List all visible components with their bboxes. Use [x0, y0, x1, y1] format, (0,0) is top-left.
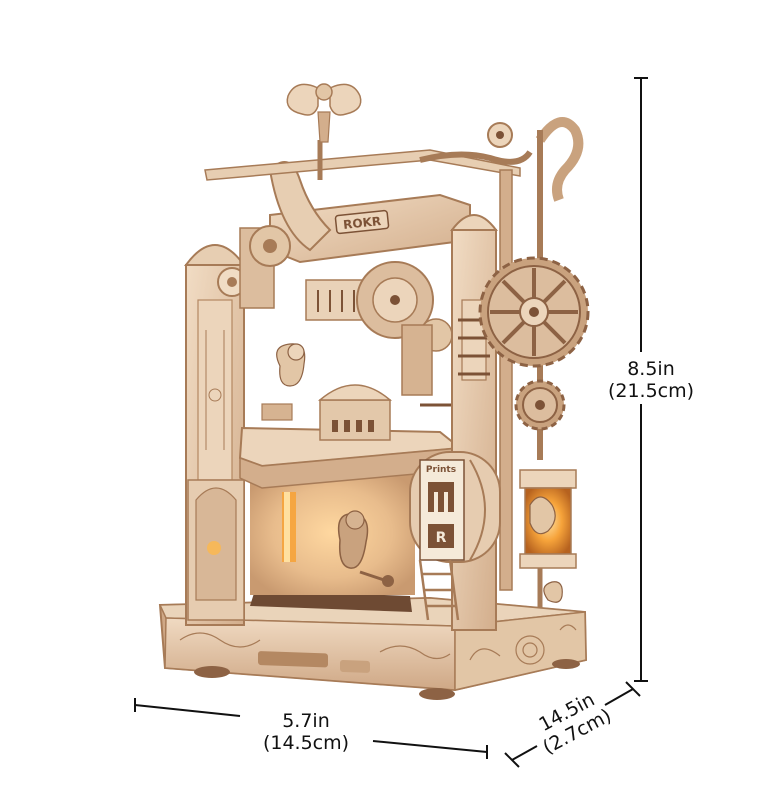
roll-badge-text: Prints	[426, 465, 456, 475]
width-imperial: 5.7in	[282, 710, 330, 732]
press-head: ROKR	[249, 161, 471, 396]
height-metric: (21.5cm)	[607, 380, 695, 402]
height-label: 8.5in (21.5cm)	[596, 358, 706, 402]
stage-interior	[250, 470, 415, 595]
small-gear	[514, 379, 566, 431]
height-imperial: 8.5in	[627, 358, 675, 380]
ladder	[418, 559, 460, 621]
paper-roll: Prints R	[409, 451, 501, 563]
left-tower	[184, 227, 275, 626]
roll-badge-letter: R	[436, 530, 447, 546]
top-lever	[204, 117, 584, 202]
large-gear	[478, 256, 590, 368]
height-dimension-line	[634, 77, 648, 682]
width-label: 5.7in (14.5cm)	[246, 710, 366, 754]
crest-ornament	[286, 83, 362, 143]
width-metric: (14.5cm)	[262, 732, 350, 754]
lantern	[519, 469, 577, 608]
width-dimension-line	[134, 698, 488, 759]
stage-floor	[250, 590, 412, 612]
brand-mark: ROKR	[342, 214, 381, 232]
depth-dimension-line	[504, 681, 641, 768]
